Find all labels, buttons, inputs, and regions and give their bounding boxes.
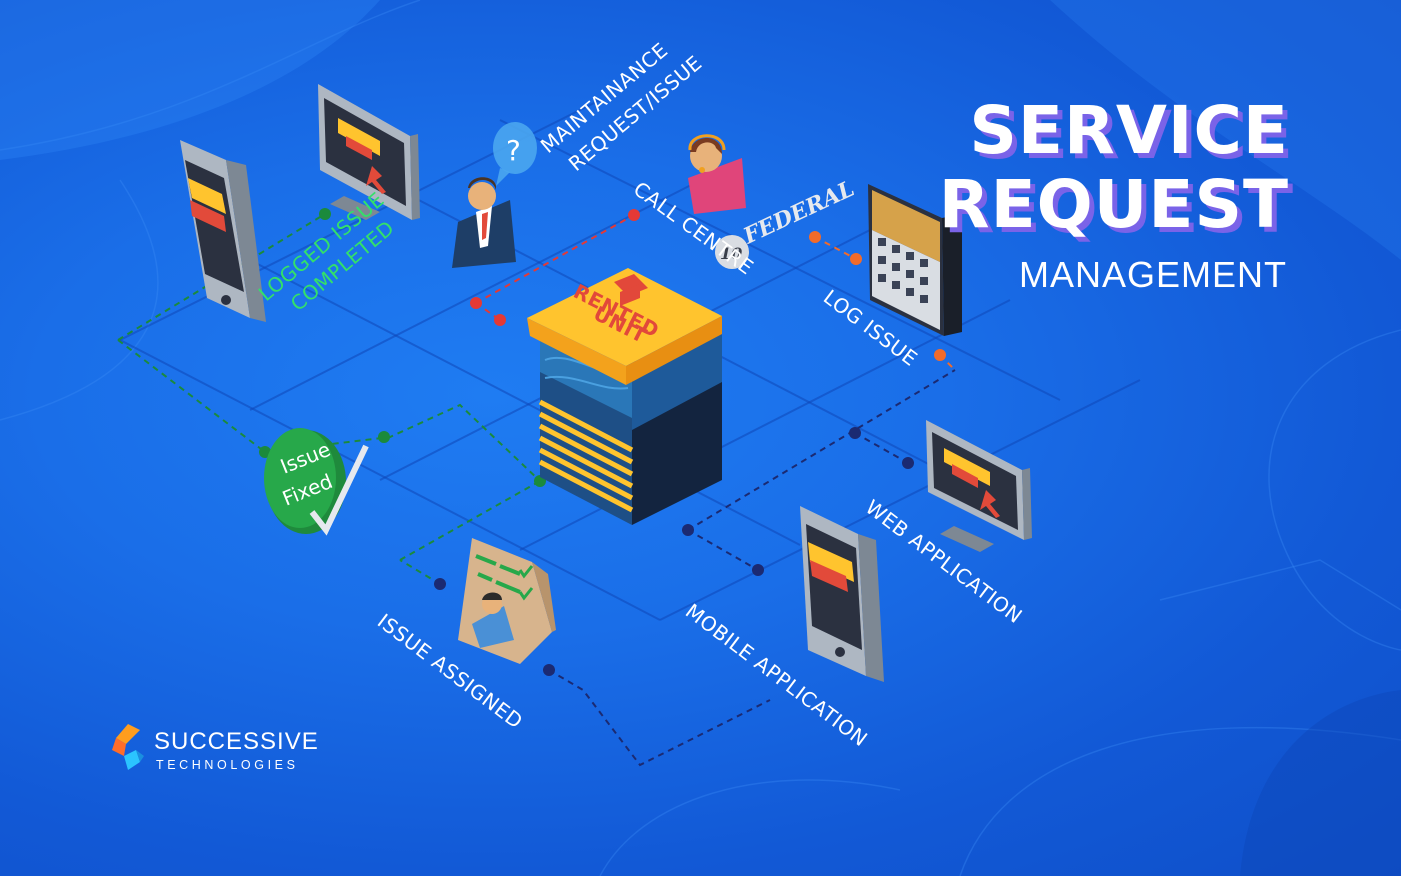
dot-red [494, 314, 506, 326]
connector-dots [259, 208, 946, 676]
dot-navy [902, 457, 914, 469]
title-line-request: REQUEST [938, 166, 1289, 243]
brand-mark-icon [112, 724, 144, 770]
house-icon [614, 274, 648, 306]
brand-name: SUCCESSIVE [154, 728, 319, 755]
dot-orange [934, 349, 946, 361]
federal-wordmark: FEDERAL [739, 176, 859, 250]
businessman-figure: ? [452, 122, 537, 268]
dot-navy [543, 664, 555, 676]
brand-logo: SUCCESSIVE TECHNOLOGIES [110, 722, 350, 782]
issue-fixed-badge: Issue Fixed [264, 428, 369, 536]
connector-issue-assigned [399, 480, 541, 585]
dot-navy [849, 427, 861, 439]
dot-navy [682, 524, 694, 536]
brand-subtitle: TECHNOLOGIES [156, 758, 299, 772]
issue-assigned-card [458, 538, 556, 664]
dot-navy [434, 578, 446, 590]
title-line-service: SERVICE [969, 92, 1289, 169]
connector-bottom [548, 529, 771, 767]
dot-red [628, 209, 640, 221]
federal-mark: 10 [720, 244, 742, 263]
monitor-device [318, 84, 420, 220]
calendar-device [868, 184, 962, 336]
question-mark-icon: ? [506, 134, 521, 167]
mobile-phone-device [800, 506, 884, 682]
dot-navy [752, 564, 764, 576]
dot-orange [850, 253, 862, 265]
dot-green [259, 446, 271, 458]
web-monitor-device [926, 420, 1032, 552]
building-stripes [538, 399, 634, 513]
rented-unit-building: RENTED UNIT [527, 268, 722, 525]
dot-red [470, 297, 482, 309]
dot-orange [809, 231, 821, 243]
call-centre-agent [688, 134, 746, 214]
dot-green [378, 431, 390, 443]
title-line-management: MANAGEMENT [1018, 254, 1287, 295]
tablet-device [180, 140, 266, 322]
dot-green [319, 208, 331, 220]
connector-center-right [687, 369, 956, 531]
